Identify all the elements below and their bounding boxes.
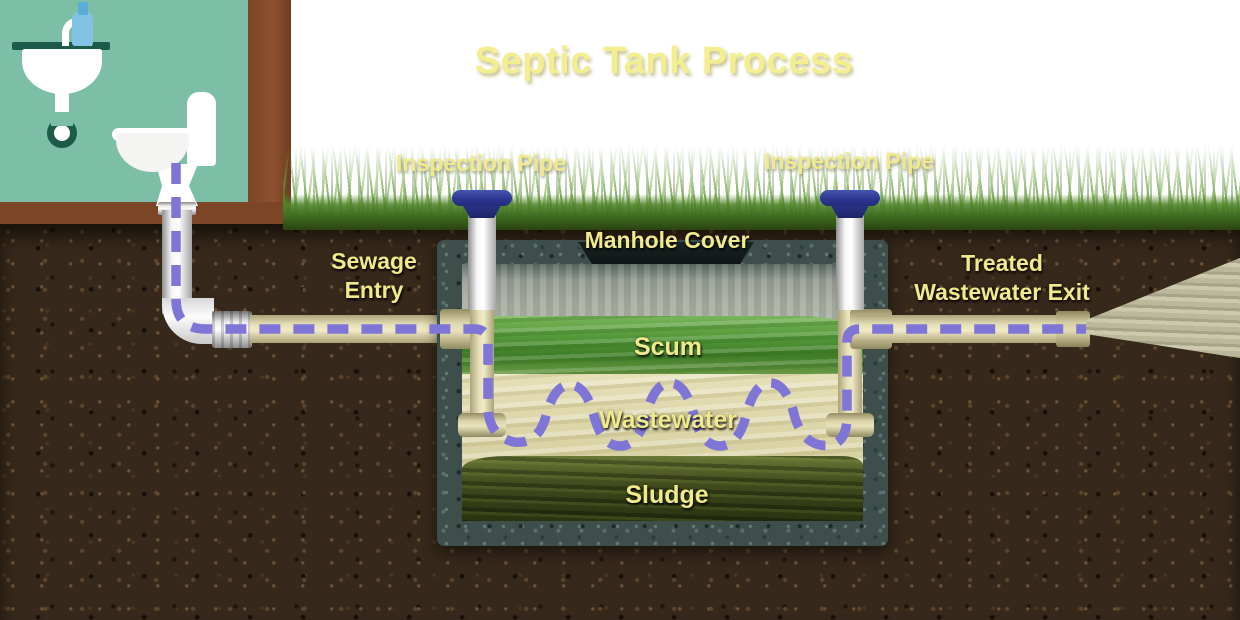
inlet-baffle-pipe — [470, 304, 494, 422]
pipe-coupling — [212, 311, 252, 348]
toilet-tank — [187, 92, 216, 166]
soap-bottle-cap — [78, 2, 88, 15]
inspection-pipe-left — [468, 210, 496, 310]
label-manhole-cover: Manhole Cover — [584, 227, 750, 253]
inspection-cap-left-icon — [452, 190, 512, 206]
label-inspection-pipe-right: Inspection Pipe — [764, 148, 934, 174]
inlet-tee-fitting — [458, 413, 506, 437]
house-wall-bottom — [0, 202, 291, 224]
inspection-cap-right-icon — [820, 190, 880, 206]
label-treated-line1: Treated — [961, 250, 1043, 276]
sink-trap-gap — [51, 112, 73, 126]
soap-bottle-icon — [72, 12, 93, 46]
label-wastewater: Wastewater — [598, 406, 738, 434]
label-treated-line2: Wastewater Exit — [914, 279, 1090, 305]
exit-pipe-collar — [1056, 311, 1090, 347]
page-title: Septic Tank Process — [474, 40, 854, 82]
label-sewage-entry-line2: Entry — [344, 277, 404, 303]
sludge-layer — [462, 456, 863, 521]
label-sewage-entry-line1: Sewage — [331, 248, 417, 274]
inspection-pipe-right — [836, 210, 864, 310]
outlet-tee-fitting — [826, 413, 874, 437]
label-sewage-entry: Sewage Entry — [331, 247, 417, 305]
treated-wastewater-pipe — [856, 315, 1088, 343]
label-sludge: Sludge — [625, 481, 709, 509]
sewage-entry-pipe — [250, 315, 468, 343]
label-scum: Scum — [633, 333, 703, 361]
sink-counter — [12, 42, 110, 50]
label-inspection-pipe-left: Inspection Pipe — [396, 150, 566, 176]
label-treated-wastewater-exit: Treated Wastewater Exit — [914, 249, 1090, 307]
